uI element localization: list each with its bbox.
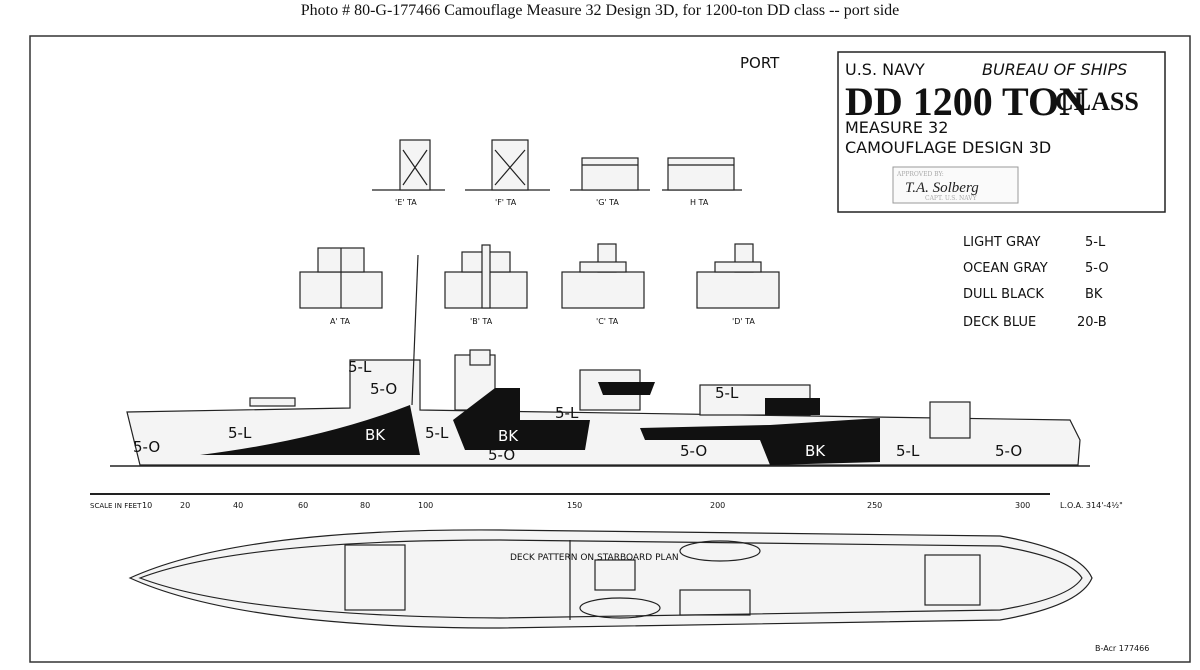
legend-code: BK <box>1085 287 1103 302</box>
paint-label: 5-O <box>370 380 397 398</box>
paint-label: 5-O <box>995 442 1022 460</box>
paint-label: 5-L <box>896 442 920 460</box>
paint-label: 5-L <box>348 358 372 376</box>
title-navy: U.S. NAVY <box>845 60 925 79</box>
paint-label: 5-O <box>133 438 160 456</box>
scale-tick: 10 <box>142 501 152 510</box>
paint-label: BK <box>365 426 386 444</box>
stamp-approved: APPROVED BY: <box>896 171 944 178</box>
drawing-border <box>29 35 1191 663</box>
paint-label: 5-O <box>488 446 515 464</box>
color-legend: LIGHT GRAY 5-L OCEAN GRAY 5-O DULL BLACK… <box>963 235 1109 330</box>
section-label: 'C' TA <box>596 317 619 326</box>
scale-tick: 80 <box>360 501 370 510</box>
paint-label: BK <box>805 442 826 460</box>
legend-name: LIGHT GRAY <box>963 235 1040 250</box>
scale-tick: 60 <box>298 501 308 510</box>
legend-code: 20-B <box>1077 315 1107 330</box>
title-design: CAMOUFLAGE DESIGN 3D <box>845 138 1051 157</box>
section-label: 'E' TA <box>395 198 417 207</box>
scale-tick: 20 <box>180 501 190 510</box>
title-bureau: BUREAU OF SHIPS <box>982 60 1127 79</box>
signature: T.A. Solberg <box>905 180 979 196</box>
paint-label: 5-L <box>555 404 579 422</box>
title-block: U.S. NAVY BUREAU OF SHIPS DD 1200 TON CL… <box>837 51 1166 213</box>
section-label: 'G' TA <box>596 198 619 207</box>
title-class-big: DD 1200 TON <box>845 79 1088 124</box>
scale-tick: 100 <box>418 501 433 510</box>
scale-tick: 250 <box>867 501 882 510</box>
legend-name: OCEAN GRAY <box>963 261 1048 276</box>
photo-caption: Photo # 80-G-177466 Camouflage Measure 3… <box>300 2 900 19</box>
legend-code: 5-L <box>1085 235 1106 250</box>
scale-bar: SCALE IN FEET 10 20 40 60 80 100 150 200… <box>90 493 1123 510</box>
paint-label: 5-L <box>715 384 739 402</box>
scale-tick: 300 <box>1015 501 1030 510</box>
paint-label: 5-O <box>680 442 707 460</box>
title-measure: MEASURE 32 <box>845 118 948 137</box>
paint-label: 5-L <box>425 424 449 442</box>
title-class-small: CLASS <box>1055 87 1139 116</box>
black-patch <box>453 388 590 450</box>
loa-label: L.O.A. 314'-4½" <box>1060 501 1123 510</box>
scale-tick: 200 <box>710 501 725 510</box>
approval-stamp <box>892 166 1019 204</box>
section-views-top: 'E' TA 'F' TA 'G' TA H TA <box>372 139 742 207</box>
plan-note: DECK PATTERN ON STARBOARD PLAN <box>510 553 679 563</box>
stamp-rank: CAPT. U.S. NAVY <box>925 195 978 202</box>
section-label: A' TA <box>330 317 350 326</box>
section-label: 'B' TA <box>470 317 493 326</box>
ship-plan-view: DECK PATTERN ON STARBOARD PLAN <box>128 529 1093 629</box>
paint-label: 5-L <box>228 424 252 442</box>
scale-tick: 150 <box>567 501 582 510</box>
scale-label: SCALE IN FEET <box>90 502 142 510</box>
black-patch <box>640 418 880 465</box>
legend-name: DULL BLACK <box>963 287 1044 302</box>
negative-number: B-Acr 177466 <box>1095 644 1149 653</box>
section-label: H TA <box>690 198 709 207</box>
scale-tick: 40 <box>233 501 243 510</box>
legend-name: DECK BLUE <box>963 315 1036 330</box>
legend-code: 5-O <box>1085 261 1109 276</box>
section-label: 'F' TA <box>495 198 517 207</box>
section-label: 'D' TA <box>732 317 755 326</box>
black-patch <box>765 398 820 415</box>
paint-label: BK <box>498 427 519 445</box>
section-views-mid: A' TA 'B' TA 'C' TA 'D' TA <box>299 243 780 326</box>
ship-profile: 5-O 5-L BK 5-L BK 5-O 5-L 5-O 5-L 5-O BK… <box>110 254 1090 467</box>
side-label: PORT <box>740 54 780 72</box>
black-patch <box>200 405 420 455</box>
